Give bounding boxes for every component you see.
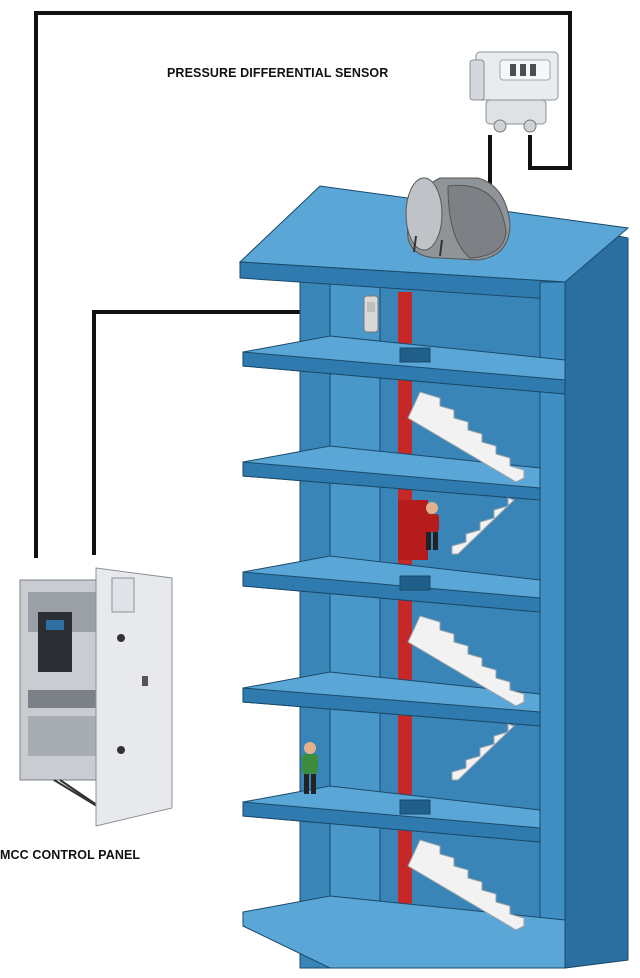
floor-2 (242, 445, 541, 501)
staircase-3 (407, 615, 525, 707)
staircase-2 (451, 497, 515, 555)
pressure-sensor-icon (469, 51, 559, 133)
building-side-wall (564, 224, 629, 969)
wire-stair-sensor-to-panel (92, 310, 366, 555)
floor-4 (242, 671, 541, 727)
floor-ground (242, 895, 566, 969)
panel-label: MCC CONTROL PANEL (0, 848, 141, 862)
staircase-5 (407, 839, 525, 931)
floor-openings (399, 347, 431, 815)
sensor-label: PRESSURE DIFFERENTIAL SENSOR (167, 66, 389, 80)
exhaust-fan-icon (405, 177, 511, 261)
staircase-4 (451, 723, 515, 781)
central-column (329, 279, 381, 969)
person-icon (425, 502, 439, 550)
floor-1 (242, 335, 566, 395)
stairs (407, 391, 525, 931)
red-strip (398, 292, 412, 932)
wire-sensor-to-panel (34, 11, 572, 558)
staircase-1 (407, 391, 525, 483)
floors (242, 335, 566, 969)
control-panel-icon (19, 567, 173, 827)
building (238, 185, 630, 969)
red-door (398, 500, 428, 560)
stairwell-sensor-icon (363, 295, 379, 333)
person-icon (302, 742, 318, 794)
floor-3 (242, 555, 541, 613)
